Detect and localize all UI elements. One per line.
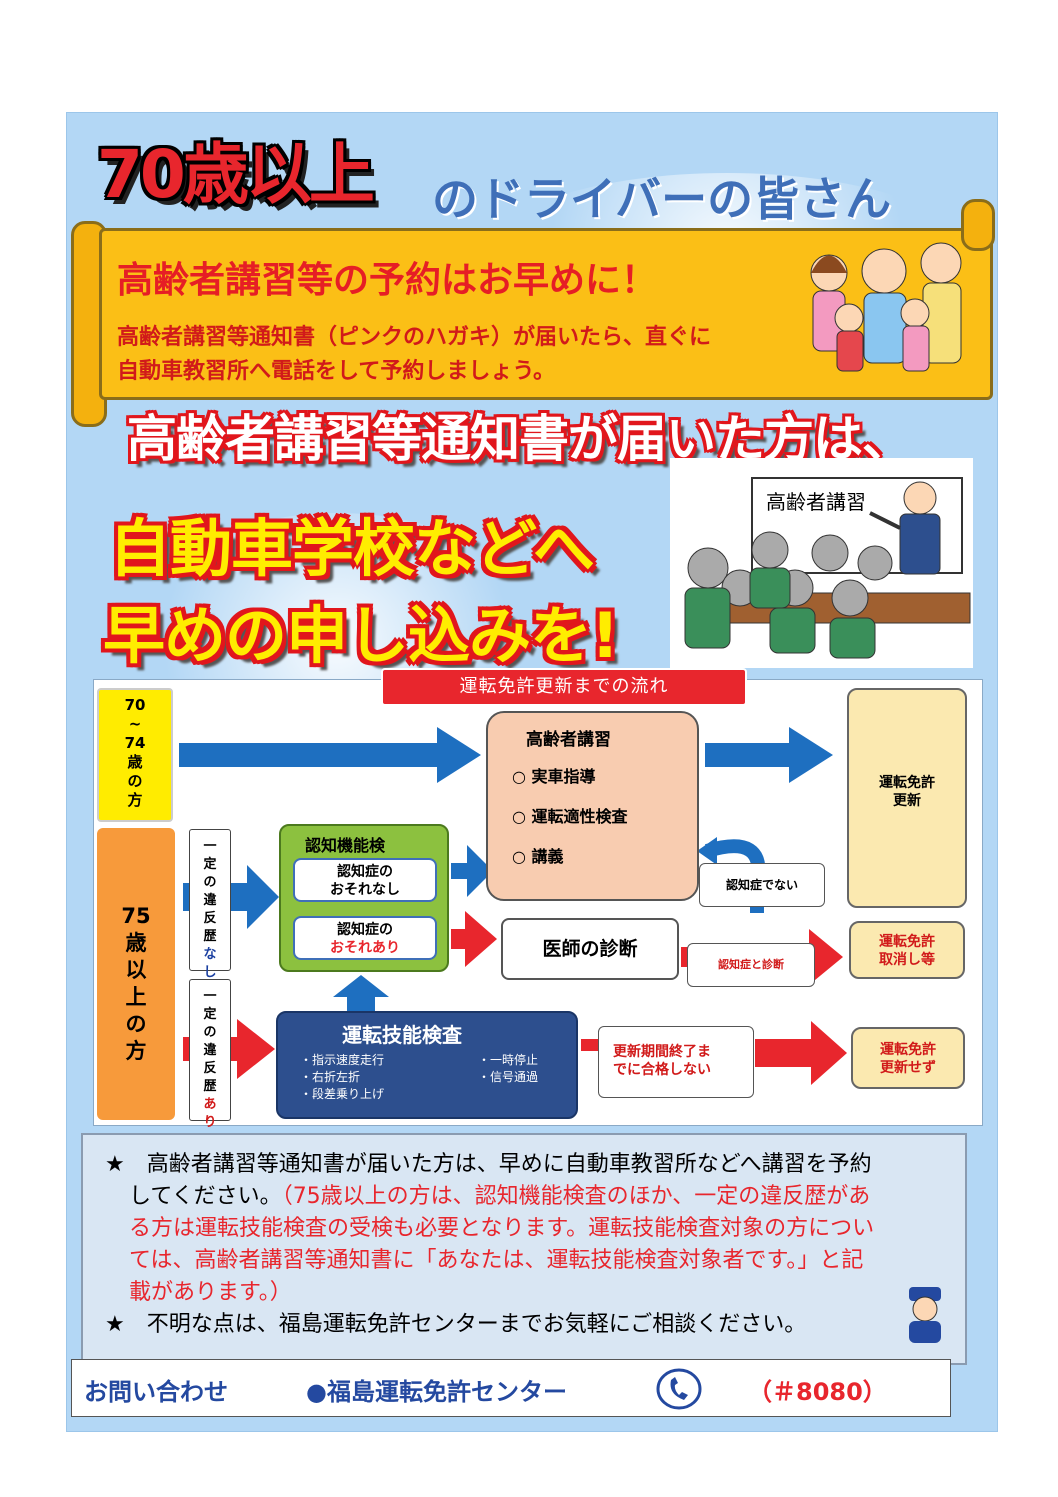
no-renewal-box: 運転免許更新せず xyxy=(851,1027,965,1089)
note-line: る方は運転技能検査の受検も必要となります。運転技能検査対象の方につい xyxy=(129,1216,875,1241)
note-line: ては、高齢者講習等通知書に「あなたは、運転技能検査対象者です。」と記 xyxy=(129,1248,864,1273)
text-line: 定 xyxy=(203,857,217,872)
text-line: 定 xyxy=(203,1007,217,1022)
cognitive-test-box: 認知機能検 認知症のおそれなし 認知症のおそれあり xyxy=(279,824,449,972)
text-line: 違 xyxy=(203,1043,217,1058)
banner-line: 高齢者講習等通知書（ピンクのハガキ）が届いたら、直ぐに xyxy=(117,325,712,350)
note-line: ★ 不明な点は、福島運転免許センターまでお気軽にご相談ください。 xyxy=(105,1312,807,1337)
banner-line: 自動車教習所へ電話をして予約しましょう。 xyxy=(117,359,556,384)
text-line: 認知症の xyxy=(337,922,393,938)
note-line: ★ 高齢者講習等通知書が届いた方は、早めに自動車教習所などへ講習を予約 xyxy=(105,1152,872,1177)
headline-line: 早めの申し込みを! xyxy=(103,599,619,672)
text-line: 運転免許 xyxy=(879,934,935,950)
senior-lecture-title: 高齢者講習 xyxy=(526,730,611,750)
text-line: （75歳以上の方は、認知機能検査のほか、一定の違反歴があ xyxy=(281,1184,871,1209)
page-title: 70歳以上 xyxy=(97,136,375,213)
age-75-plus-label: 75 歳 以 上 の 方 xyxy=(97,828,175,1120)
text-line: し xyxy=(203,965,217,980)
cognitive-test-title: 認知機能検 xyxy=(305,836,386,855)
poster: 70歳以上 のドライバーの皆さん 高齢者講習等の予約はお早めに！ 高齢者講習等通… xyxy=(66,112,998,1432)
age-70-74-label: 70 ~ 74 歳 の 方 xyxy=(97,688,173,822)
text-line: 一 xyxy=(203,989,217,1004)
text-line: してください。 xyxy=(129,1184,282,1209)
headline-line: 自動車学校などへ xyxy=(109,512,595,585)
text-line: の xyxy=(203,1025,217,1040)
age-text: 方 xyxy=(127,791,143,809)
text-line: 歴 xyxy=(203,929,217,944)
notes-box: ★ 高齢者講習等通知書が届いた方は、早めに自動車教習所などへ講習を予約 してくだ… xyxy=(81,1133,967,1365)
page-subtitle: のドライバーの皆さん xyxy=(432,172,892,226)
text-line: おそれあり xyxy=(330,940,400,956)
text-line: おそれなし xyxy=(330,882,400,898)
age-text: 以 xyxy=(125,958,147,982)
text-line: 更新 xyxy=(893,793,921,809)
police-mascot-icon xyxy=(909,1287,941,1343)
not-passed-box: 更新期間終了までに合格しない xyxy=(598,1026,754,1098)
banner-heading: 高齢者講習等の予約はお早めに！ xyxy=(117,260,658,301)
text-line: でに合格しない xyxy=(613,1062,711,1078)
skill-test-title: 運転技能検査 xyxy=(342,1023,462,1047)
violation-label: 一定 の違 反歴 あり xyxy=(189,979,231,1130)
text-line: 認知症の xyxy=(337,864,393,880)
age-text: 74 xyxy=(124,734,146,752)
text-line: ・一時停止 xyxy=(478,1053,539,1067)
board-text: 高齢者講習 xyxy=(766,490,866,514)
lecture-item: ○ 実車指導 xyxy=(512,767,596,786)
license-revocation-box: 運転免許取消し等 xyxy=(849,921,965,979)
dementia-diagnosis-box: 認知症と診断 xyxy=(687,943,815,987)
text-line: 取消し等 xyxy=(879,952,935,968)
text-line: な xyxy=(203,947,217,962)
text-line: 一 xyxy=(203,839,217,854)
age-text: の xyxy=(125,1012,147,1036)
text-line: 違 xyxy=(203,893,217,908)
doctor-diagnosis-box: 医師の診断 xyxy=(501,918,679,980)
lecture-item: ○ 講義 xyxy=(512,847,564,866)
not-dementia-box: 認知症でない xyxy=(699,863,825,907)
text-line: 更新せず xyxy=(880,1060,936,1076)
senior-lecture-box: 高齢者講習 ○ 実車指導 ○ 運転適性検査 ○ 講義 xyxy=(486,711,699,901)
flow-arrows xyxy=(179,727,847,1085)
text-line: ・右折左折 xyxy=(300,1070,361,1084)
note-line: してください。（75歳以上の方は、認知機能検査のほか、一定の違反歴があ xyxy=(129,1181,870,1213)
scroll-curl xyxy=(961,199,995,251)
age-text: 歳 xyxy=(125,931,147,955)
text-line: り xyxy=(203,1115,217,1130)
license-renewal-box: 運転免許更新 xyxy=(847,688,967,908)
text-line: ・信号通過 xyxy=(478,1070,539,1084)
no-dementia-risk-box: 認知症のおそれなし xyxy=(293,858,437,902)
contact-label: お問い合わせ xyxy=(84,1378,228,1406)
age-text: 方 xyxy=(125,1039,147,1063)
driving-skill-test-box: 運転技能検査 ・指示速度走行 ・一時停止 ・右折左折 ・信号通過 ・段差乗り上げ xyxy=(276,1011,578,1119)
age-text: ~ xyxy=(128,715,142,733)
lecture-illustration: 高齢者講習 xyxy=(670,458,973,668)
text-line: 運転免許 xyxy=(880,1042,936,1058)
age-text: 歳 xyxy=(127,753,143,771)
text-line: あ xyxy=(203,1097,217,1112)
text-line: ・段差乗り上げ xyxy=(300,1087,385,1101)
flow-title: 運転免許更新までの流れ xyxy=(381,668,747,706)
contact-bar: お問い合わせ ●福島運転免許センター （＃8080） xyxy=(71,1359,951,1417)
text-line: 運転免許 xyxy=(879,775,935,791)
age-text: の xyxy=(127,772,143,790)
age-text: 上 xyxy=(125,985,147,1009)
contact-number: （＃8080） xyxy=(748,1378,887,1406)
text-line: ・指示速度走行 xyxy=(300,1053,385,1067)
lecture-item: ○ 運転適性検査 xyxy=(512,807,628,826)
no-violation-label: 一定 の違 反歴 なし xyxy=(189,829,231,980)
text-line: 反 xyxy=(203,911,217,926)
note-line: 載があります。） xyxy=(129,1280,292,1305)
text-line: の xyxy=(203,875,217,890)
text-line: 歴 xyxy=(203,1079,217,1094)
family-illustration xyxy=(810,242,962,372)
dementia-risk-box: 認知症のおそれあり xyxy=(293,916,437,960)
age-text: 70 xyxy=(124,696,146,714)
contact-center: ●福島運転免許センター xyxy=(306,1378,567,1406)
phone-icon xyxy=(656,1368,702,1410)
age-text: 75 xyxy=(121,904,151,928)
text-line: 更新期間終了ま xyxy=(613,1044,711,1060)
text-line: 反 xyxy=(203,1061,217,1076)
